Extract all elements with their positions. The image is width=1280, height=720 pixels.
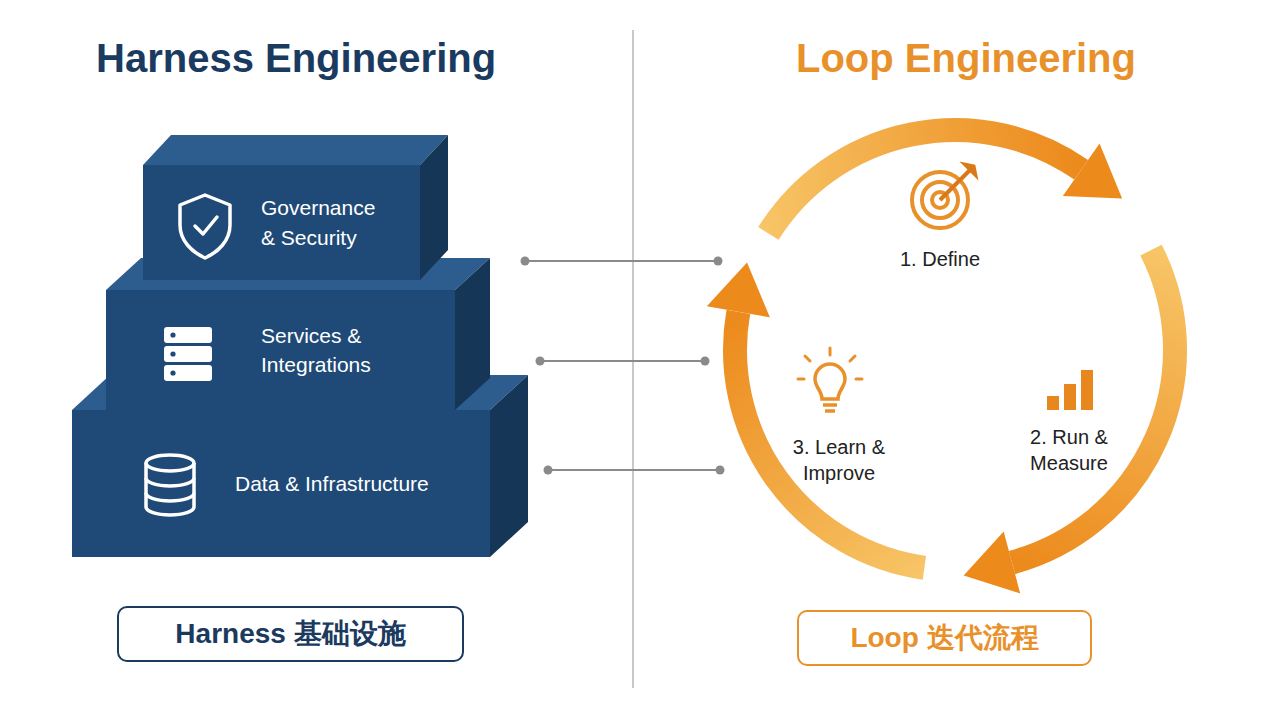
step-label: 1. Define [870, 246, 1010, 272]
leader-line [540, 360, 705, 362]
section-heading: Harness Engineering [96, 32, 536, 84]
leader-dot [714, 257, 723, 266]
leader-dot [536, 357, 545, 366]
block-top-face [72, 375, 528, 410]
leader-line [525, 260, 718, 262]
summary-label: Loop 迭代流程 [850, 619, 1038, 657]
leader-dot [716, 466, 725, 475]
step-label: 3. Learn & Improve [778, 434, 900, 486]
section-heading: Loop Engineering [796, 32, 1176, 84]
cycle-arc [768, 130, 1081, 233]
cycle-arc [1012, 250, 1175, 562]
leader-dot [544, 466, 553, 475]
step-icons [798, 164, 1093, 411]
lightbulb-icon [798, 348, 862, 411]
leader-lines [521, 257, 725, 475]
server-icon [164, 327, 212, 381]
layer-block: Governance & Security [143, 165, 420, 280]
block-top-face [143, 135, 448, 165]
summary-box: Harness 基础设施 [117, 606, 464, 662]
block-side-face [420, 135, 448, 280]
layer-label: Services & Integrations [261, 321, 393, 380]
cycle-arrowhead [707, 263, 770, 318]
summary-label: Harness 基础设施 [175, 615, 405, 653]
summary-box: Loop 迭代流程 [797, 610, 1092, 666]
cycle-arrowhead [964, 532, 1021, 594]
target-icon [912, 164, 976, 228]
block-side-face [455, 258, 490, 410]
leader-dot [521, 257, 530, 266]
leader-line [548, 469, 720, 471]
cycle-arc [735, 312, 924, 568]
database-icon [146, 455, 194, 515]
layer-label: Governance & Security [261, 193, 393, 252]
block-side-face [490, 375, 528, 557]
bar-chart-icon [1047, 370, 1093, 410]
layer-label: Data & Infrastructure [235, 469, 475, 498]
leader-dot [701, 357, 710, 366]
cycle-arrowhead [1063, 144, 1122, 199]
cycle-arrows [707, 130, 1175, 593]
divider-line [632, 30, 634, 688]
layer-block: Services & Integrations [106, 290, 455, 410]
layer-block: Data & Infrastructure [72, 410, 490, 557]
step-label: 2. Run & Measure [1013, 424, 1125, 476]
block-top-face [106, 258, 490, 290]
shield-icon [180, 195, 230, 258]
